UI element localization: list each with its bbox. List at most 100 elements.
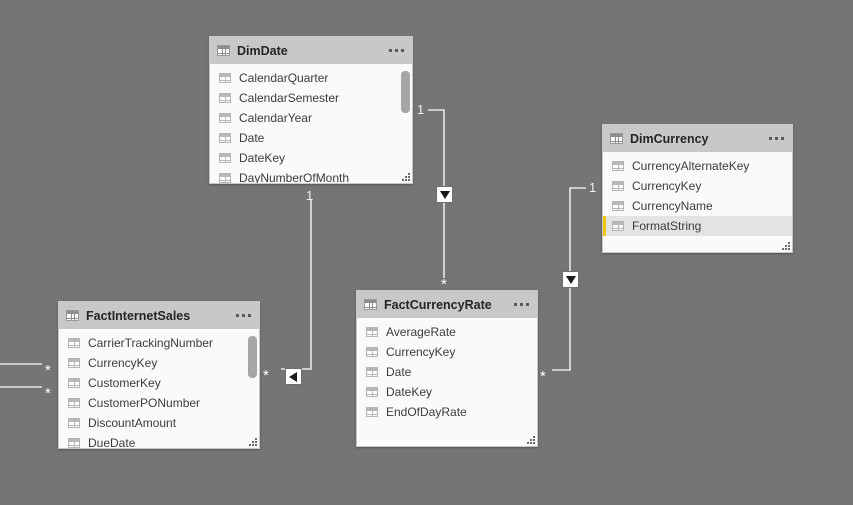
table-grid-icon xyxy=(612,221,624,231)
field-row[interactable]: CustomerPONumber xyxy=(59,393,259,413)
cardinality-one-marker: 1 xyxy=(417,102,425,117)
field-row[interactable]: CurrencyName xyxy=(603,196,792,216)
table-grid-icon xyxy=(219,93,231,103)
table-name: DimDate xyxy=(237,43,288,58)
cross-filter-direction-down-icon[interactable] xyxy=(436,186,453,203)
table-grid-icon xyxy=(68,418,80,428)
field-row[interactable]: CurrencyKey xyxy=(603,176,792,196)
field-name: CurrencyAlternateKey xyxy=(632,159,750,173)
cardinality-many-marker: * xyxy=(540,368,546,385)
field-name: CurrencyName xyxy=(632,199,713,213)
field-row[interactable]: CustomerKey xyxy=(59,373,259,393)
table-name: DimCurrency xyxy=(630,131,709,146)
table-grid-icon xyxy=(366,387,378,397)
ellipsis-menu-icon[interactable] xyxy=(234,310,253,321)
field-row[interactable]: CalendarQuarter xyxy=(210,68,412,88)
arrow-triangle xyxy=(439,191,450,199)
cardinality-many-marker: * xyxy=(263,367,269,384)
table-card-header[interactable]: DimDate xyxy=(210,37,412,64)
field-name: CalendarQuarter xyxy=(239,71,329,85)
cardinality-one-marker: 1 xyxy=(306,188,314,203)
table-name: FactInternetSales xyxy=(86,308,191,323)
arrow-triangle xyxy=(565,276,576,284)
field-name: Date xyxy=(239,131,265,145)
ellipsis-menu-icon[interactable] xyxy=(512,299,531,310)
field-name: FormatString xyxy=(632,219,702,233)
resize-handle[interactable] xyxy=(525,434,536,445)
field-name: AverageRate xyxy=(386,325,456,339)
table-grid-icon xyxy=(366,347,378,357)
field-name: CustomerKey xyxy=(88,376,161,390)
field-row[interactable]: CarrierTrackingNumber xyxy=(59,333,259,353)
arrow-triangle xyxy=(289,371,297,382)
field-name: CurrencyKey xyxy=(88,356,158,370)
cross-filter-direction-left-icon[interactable] xyxy=(285,368,302,385)
resize-handle[interactable] xyxy=(780,240,791,251)
field-row[interactable]: CurrencyKey xyxy=(357,342,537,362)
table-grid-icon xyxy=(612,181,624,191)
field-name: DateKey xyxy=(239,151,286,165)
table-grid-icon xyxy=(68,358,80,368)
table-grid-icon xyxy=(219,133,231,143)
table-grid-icon xyxy=(219,153,231,163)
cardinality-many-marker: * xyxy=(45,385,51,402)
field-row[interactable]: DateKey xyxy=(210,148,412,168)
scrollbar-thumb[interactable] xyxy=(401,71,410,113)
table-grid-icon xyxy=(366,407,378,417)
ellipsis-menu-icon[interactable] xyxy=(767,133,786,144)
ellipsis-menu-icon[interactable] xyxy=(387,45,406,56)
field-name: DateKey xyxy=(386,385,433,399)
field-row[interactable]: DueDate xyxy=(59,433,259,448)
field-list-scrollbar[interactable] xyxy=(401,67,410,179)
cardinality-one-marker: 1 xyxy=(589,180,597,195)
field-row[interactable]: CalendarSemester xyxy=(210,88,412,108)
table-grid-icon xyxy=(68,438,80,448)
table-grid-icon xyxy=(612,161,624,171)
field-row[interactable]: CurrencyKey xyxy=(59,353,259,373)
table-grid-icon xyxy=(68,378,80,388)
field-name: CustomerPONumber xyxy=(88,396,201,410)
table-grid-icon xyxy=(219,73,231,83)
field-row[interactable]: DateKey xyxy=(357,382,537,402)
table-grid-icon xyxy=(364,299,377,310)
field-row[interactable]: AverageRate xyxy=(357,322,537,342)
table-grid-icon xyxy=(219,173,231,183)
field-row[interactable]: FormatString xyxy=(603,216,792,236)
field-name: CalendarYear xyxy=(239,111,312,125)
scrollbar-thumb[interactable] xyxy=(248,336,257,378)
cross-filter-direction-down-icon[interactable] xyxy=(562,271,579,288)
field-row[interactable]: DayNumberOfMonth xyxy=(210,168,412,183)
field-row[interactable]: EndOfDayRate xyxy=(357,402,537,422)
table-grid-icon xyxy=(68,398,80,408)
field-row[interactable]: Date xyxy=(357,362,537,382)
field-list-scrollbar[interactable] xyxy=(248,332,257,444)
table-card-header[interactable]: DimCurrency xyxy=(603,125,792,152)
field-name: CurrencyKey xyxy=(632,179,702,193)
field-name: CalendarSemester xyxy=(239,91,340,105)
table-grid-icon xyxy=(612,201,624,211)
field-row[interactable]: Date xyxy=(210,128,412,148)
field-row[interactable]: CurrencyAlternateKey xyxy=(603,156,792,176)
cardinality-many-marker: * xyxy=(45,362,51,379)
resize-handle[interactable] xyxy=(400,171,411,182)
field-name: Date xyxy=(386,365,412,379)
field-name: CurrencyKey xyxy=(386,345,456,359)
table-name: FactCurrencyRate xyxy=(384,297,492,312)
field-row[interactable]: DiscountAmount xyxy=(59,413,259,433)
table-grid-icon xyxy=(366,367,378,377)
table-card-header[interactable]: FactInternetSales xyxy=(59,302,259,329)
field-row[interactable]: CalendarYear xyxy=(210,108,412,128)
table-card-header[interactable]: FactCurrencyRate xyxy=(357,291,537,318)
table-grid-icon xyxy=(68,338,80,348)
resize-handle[interactable] xyxy=(247,436,258,447)
